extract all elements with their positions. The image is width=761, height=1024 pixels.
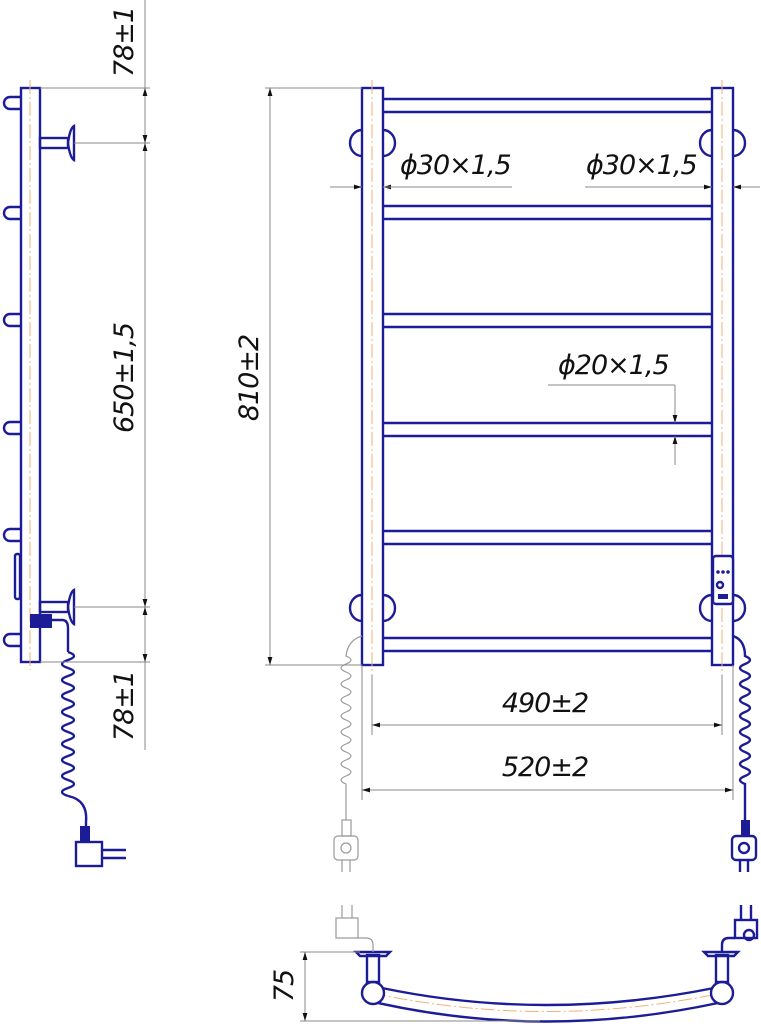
dim-left-post: ϕ30×1,5 <box>400 150 511 181</box>
dim-rail: ϕ20×1,5 <box>558 350 669 381</box>
right-spiral-cable <box>732 634 752 820</box>
top-dimensions: 75 <box>269 951 540 1022</box>
top-left-plug-ghost-icon <box>335 905 359 939</box>
dim-mount-spacing: 650±1,5 <box>109 323 140 433</box>
side-bottom-mount <box>30 588 76 652</box>
dim-total-width: 520±2 <box>502 752 588 783</box>
dim-bottom-offset: 78±1 <box>109 671 140 741</box>
dim-height: 810±2 <box>234 335 265 421</box>
side-controller <box>13 552 22 601</box>
side-dimensions: 78±1 650±1,5 78±1 <box>40 0 150 750</box>
top-right-plug-icon <box>733 905 759 942</box>
dim-rail-width: 490±2 <box>502 688 588 719</box>
side-spiral-cable <box>60 650 76 798</box>
dim-top-offset: 78±1 <box>109 7 140 77</box>
top-right-post <box>709 980 735 1006</box>
left-plug-ghost-icon <box>333 819 359 872</box>
front-view: 810±2 ϕ30×1,5 ϕ30×1,5 ϕ20×1,5 490±2 520±… <box>234 80 760 872</box>
dim-depth: 75 <box>269 970 300 1002</box>
controller-unit <box>711 554 735 606</box>
front-dimensions: 810±2 ϕ30×1,5 ϕ30×1,5 ϕ20×1,5 490±2 520±… <box>234 87 760 800</box>
side-top-mount <box>38 124 76 162</box>
left-spiral-cable-ghost <box>340 635 363 820</box>
top-view: 75 <box>269 905 759 1023</box>
top-left-post <box>360 980 386 1006</box>
side-plug-icon <box>74 826 126 868</box>
side-cable <box>67 794 88 830</box>
right-plug-icon <box>730 820 758 872</box>
side-rail-stubs <box>2 95 21 648</box>
dim-right-post: ϕ30×1,5 <box>586 150 697 181</box>
side-view: 78±1 650±1,5 78±1 <box>2 0 150 868</box>
